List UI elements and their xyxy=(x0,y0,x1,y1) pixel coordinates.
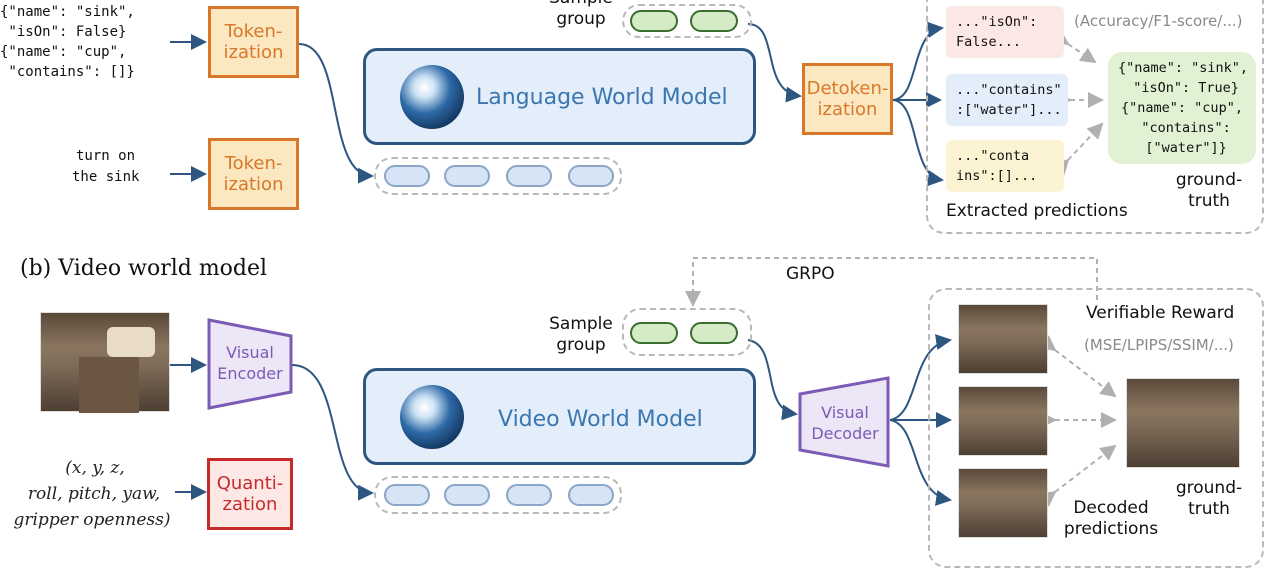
compare-arrow-top-1 xyxy=(1051,29,1097,64)
video-world-model-box: Video World Model xyxy=(363,368,756,465)
compare-arrow-bottom-3 xyxy=(1039,444,1117,507)
input-json-line-3: {"name": "cup", xyxy=(0,44,127,60)
sample-pill xyxy=(630,10,678,32)
quantization-box: Quanti- zation xyxy=(207,458,293,530)
robot-observation-image xyxy=(40,312,170,413)
verifiable-reward-panel-top xyxy=(926,0,1264,234)
tokenization-box-json: Token- ization xyxy=(208,6,299,78)
metric-label-bottom: (MSE/LPIPS/SSIM/...) xyxy=(1084,336,1234,354)
metric-label-top: (Accuracy/F1-score/...) xyxy=(1074,12,1243,30)
input-action-line-2: the sink xyxy=(72,169,140,185)
token-pill xyxy=(384,484,430,506)
token-pill xyxy=(506,165,552,187)
decoded-prediction-image xyxy=(958,386,1048,456)
ground-truth-image xyxy=(1126,378,1240,468)
compare-arrow-bottom-1 xyxy=(1039,335,1117,398)
token-pill xyxy=(568,484,614,506)
arrow-tokenization-to-tokens xyxy=(298,43,374,184)
grpo-feedback-path xyxy=(685,257,1098,307)
sample-group-bottom xyxy=(622,308,752,356)
visual-decoder-shape xyxy=(798,376,890,468)
action-line-2: roll, pitch, yaw, xyxy=(27,484,161,504)
extracted-predictions-label: Extracted predictions xyxy=(946,201,1128,221)
action-line-1: (x, y, z, xyxy=(65,458,125,478)
video-world-model-title: Video World Model xyxy=(498,407,703,432)
arrow-decoder-to-pred1 xyxy=(889,334,952,421)
language-world-model-title: Language World Model xyxy=(476,85,728,110)
arrow-encoder-to-tokens xyxy=(291,364,374,501)
input-action-line-1: turn on xyxy=(76,148,136,164)
sample-group-label-top: Sample group xyxy=(549,0,613,29)
decoded-prediction-image xyxy=(958,304,1048,374)
token-pill xyxy=(384,165,430,187)
connector-layer xyxy=(170,21,1117,507)
prediction-contains-water: ..."contains" :["water"]... xyxy=(946,74,1068,126)
arrow-samples-to-detokenization xyxy=(747,23,802,103)
visual-encoder-shape xyxy=(207,318,293,410)
grpo-label: GRPO xyxy=(786,264,835,284)
visual-encoder-label: Visual Encoder xyxy=(217,343,283,383)
sample-pill xyxy=(690,10,738,32)
section-title-video: (b) Video world model xyxy=(20,256,268,281)
ground-truth-json: {"name": "sink", "isOn": True} {"name": … xyxy=(1108,52,1256,164)
earth-icon xyxy=(400,385,464,449)
arrow-detok-to-pred3 xyxy=(892,99,944,187)
sample-group-label-bottom: Sample group xyxy=(549,314,613,355)
tokenization-box-action: Token- ization xyxy=(208,138,299,210)
token-pill xyxy=(506,484,552,506)
ground-truth-label-top: ground- truth xyxy=(1175,170,1243,211)
arrow-detok-to-pred1 xyxy=(892,21,944,101)
token-pill xyxy=(444,484,490,506)
prediction-contains-empty: ..."conta ins":[]... xyxy=(946,140,1064,192)
action-line-3: gripper openness) xyxy=(13,510,171,530)
token-sequence-top xyxy=(374,157,622,195)
token-pill xyxy=(568,165,614,187)
arrow-samples-to-decoder xyxy=(747,339,798,421)
detokenization-box: Detoken- ization xyxy=(802,63,893,135)
input-json-line-1: {"name": "sink", xyxy=(0,4,135,20)
token-sequence-bottom xyxy=(374,476,622,514)
prediction-isOn: ..."isOn": False... xyxy=(946,6,1064,58)
sample-pill xyxy=(630,322,678,344)
ground-truth-label-bottom: ground- truth xyxy=(1175,478,1243,519)
decoded-prediction-image xyxy=(958,468,1048,538)
earth-icon xyxy=(400,65,464,129)
input-json-line-2: "isOn": False} xyxy=(0,24,127,40)
token-pill xyxy=(444,165,490,187)
visual-decoder-label: Visual Decoder xyxy=(811,403,879,443)
sample-group-top xyxy=(622,4,752,38)
sample-pill xyxy=(690,322,738,344)
input-json-line-4: "contains": []} xyxy=(0,64,135,80)
language-world-model-box: Language World Model xyxy=(363,48,756,145)
verifiable-reward-label: Verifiable Reward xyxy=(1086,303,1235,323)
decoded-predictions-label: Decoded predictions xyxy=(1063,498,1159,539)
arrow-decoder-to-pred3 xyxy=(889,419,952,506)
